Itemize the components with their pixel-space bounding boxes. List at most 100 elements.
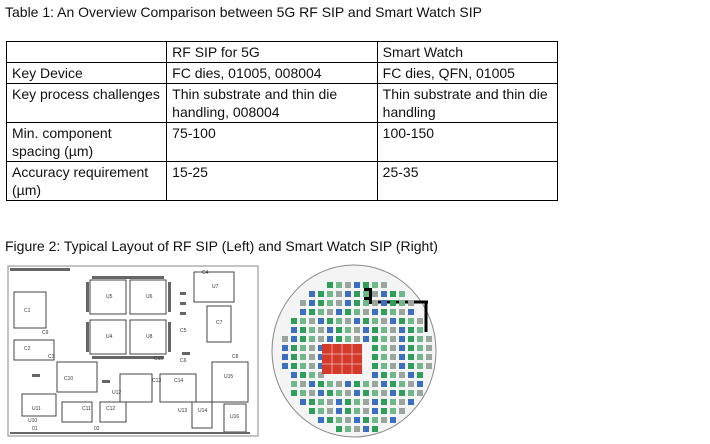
watch-component xyxy=(408,336,414,342)
watch-component xyxy=(291,336,297,342)
watch-component xyxy=(399,327,405,333)
watch-component xyxy=(336,417,342,423)
watch-component xyxy=(372,408,378,414)
watch-component xyxy=(390,390,396,396)
watch-component xyxy=(345,399,351,405)
watch-component xyxy=(300,381,306,387)
watch-component xyxy=(300,336,306,342)
watch-component xyxy=(372,300,378,306)
watch-component xyxy=(417,318,423,324)
watch-component xyxy=(426,363,432,369)
watch-component xyxy=(354,300,360,306)
watch-component xyxy=(354,336,360,342)
watch-component xyxy=(318,354,324,360)
watch-component xyxy=(291,345,297,351)
watch-component xyxy=(345,417,351,423)
smart-watch-sip-layout-image xyxy=(271,264,437,438)
watch-component xyxy=(399,399,405,405)
watch-component xyxy=(363,336,369,342)
watch-component xyxy=(318,399,324,405)
watch-component xyxy=(327,309,333,315)
watch-component xyxy=(327,381,333,387)
watch-component xyxy=(399,390,405,396)
header-cell xyxy=(5,41,168,63)
watch-component xyxy=(354,390,360,396)
watch-component xyxy=(372,372,378,378)
watch-component xyxy=(300,300,306,306)
watch-component xyxy=(408,309,414,315)
watch-component xyxy=(318,408,324,414)
watch-component xyxy=(345,381,351,387)
watch-component xyxy=(390,354,396,360)
watch-component xyxy=(318,300,324,306)
watch-component xyxy=(372,399,378,405)
watch-component xyxy=(408,354,414,360)
rf-component-label: C2 xyxy=(24,346,31,352)
watch-component xyxy=(381,336,387,342)
watch-component xyxy=(408,372,414,378)
watch-component xyxy=(372,336,378,342)
watch-component xyxy=(345,318,351,324)
watch-component xyxy=(417,354,423,360)
watch-component xyxy=(363,300,369,306)
watch-component xyxy=(318,336,324,342)
watch-component xyxy=(309,354,315,360)
watch-component xyxy=(336,327,342,333)
rf-component-label: C14 xyxy=(174,378,183,384)
watch-component xyxy=(381,372,387,378)
watch-component xyxy=(309,408,315,414)
watch-component xyxy=(417,363,423,369)
watch-component xyxy=(372,363,378,369)
watch-component xyxy=(282,354,288,360)
watch-component xyxy=(390,291,396,297)
watch-component xyxy=(381,381,387,387)
watch-component xyxy=(381,291,387,297)
watch-component xyxy=(345,291,351,297)
watch-component xyxy=(417,381,423,387)
header-cell: RF SIP for 5G xyxy=(166,41,378,63)
watch-component xyxy=(318,327,324,333)
rf-component-label: U10 xyxy=(28,418,37,424)
watch-component xyxy=(318,381,324,387)
watch-component xyxy=(354,291,360,297)
watch-component xyxy=(417,336,423,342)
watch-component xyxy=(327,390,333,396)
watch-component xyxy=(390,363,396,369)
watch-component xyxy=(372,291,378,297)
watch-component xyxy=(399,408,405,414)
watch-component xyxy=(363,408,369,414)
watch-component xyxy=(291,354,297,360)
watch-component xyxy=(426,345,432,351)
watch-component xyxy=(408,327,414,333)
watch-component xyxy=(318,318,324,324)
watch-component xyxy=(336,291,342,297)
rf-component-label: C7 xyxy=(216,320,223,326)
rf-component-label: C8 xyxy=(232,354,239,360)
watch-component xyxy=(363,318,369,324)
watch-component xyxy=(390,318,396,324)
table-cell: FC dies, 01005, 008004 xyxy=(166,62,378,84)
rf-component-label: U14 xyxy=(198,408,207,414)
watch-component xyxy=(372,390,378,396)
watch-component xyxy=(363,381,369,387)
watch-component xyxy=(372,354,378,360)
table-cell: Thin substrate and thin die handling xyxy=(376,83,559,123)
watch-component xyxy=(381,399,387,405)
table-cell: 25-35 xyxy=(376,161,559,201)
watch-component xyxy=(390,309,396,315)
watch-component xyxy=(354,318,360,324)
rf-component-label: U5 xyxy=(106,294,113,300)
watch-component xyxy=(327,399,333,405)
comparison-table: RF SIP for 5G Smart Watch Key Device FC … xyxy=(5,41,559,201)
watch-component xyxy=(300,309,306,315)
table-cell: 75-100 xyxy=(166,122,378,162)
watch-component xyxy=(327,291,333,297)
watch-component xyxy=(327,282,333,288)
watch-component xyxy=(318,309,324,315)
table-caption: Table 1: An Overview Comparison between … xyxy=(5,4,482,20)
watch-component xyxy=(309,399,315,405)
watch-component xyxy=(399,300,405,306)
table-cell: Thin substrate and thin die handling, 00… xyxy=(166,83,378,123)
watch-component xyxy=(354,426,360,432)
